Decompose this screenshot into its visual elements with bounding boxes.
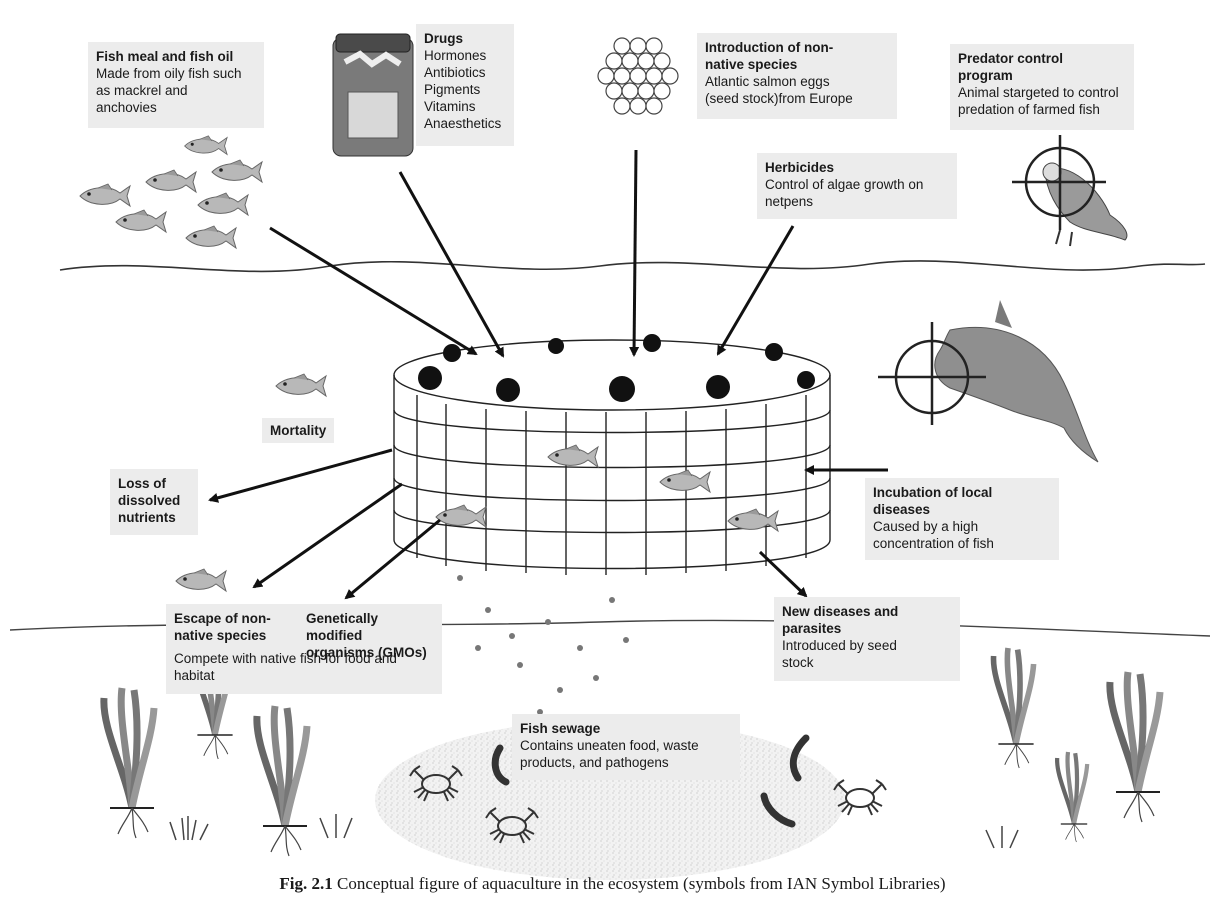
box-drugs-title: Drugs: [424, 30, 506, 47]
salmon-eggs-icon: [598, 38, 678, 114]
box-fish-meal-title: Fish meal and fish oil: [96, 48, 256, 65]
box-intro-species: Introduction of non- native species Atla…: [697, 33, 897, 119]
net-pen-icon: [394, 340, 830, 575]
box-sewage-title: Fish sewage: [520, 720, 732, 737]
box-herbicides-title: Herbicides: [765, 159, 949, 176]
fish-school-icon: [80, 136, 262, 248]
figure-caption: Fig. 2.1 Conceptual figure of aquacultur…: [0, 874, 1225, 894]
box-new-diseases: New diseases and parasites Introduced by…: [774, 597, 960, 681]
drug-jar-icon: [333, 34, 413, 156]
label-mortality: Mortality: [262, 418, 334, 443]
box-loss-nutrients-title: Loss of dissolved nutrients: [118, 475, 190, 526]
box-new-diseases-title: New diseases and parasites: [782, 603, 952, 637]
box-drugs: Drugs Hormones Antibiotics Pigments Vita…: [416, 24, 514, 146]
box-herbicides-body: Control of algae growth on netpens: [765, 176, 949, 210]
box-sewage-body: Contains uneaten food, waste products, a…: [520, 737, 732, 771]
box-intro-species-body: Atlantic salmon eggs (seed stock)from Eu…: [705, 73, 889, 107]
box-loss-nutrients: Loss of dissolved nutrients: [110, 469, 198, 535]
dolphin-target-icon: [878, 300, 1098, 462]
box-predator-title: Predator control program: [958, 50, 1126, 84]
box-fish-meal: Fish meal and fish oil Made from oily fi…: [88, 42, 264, 128]
box-gmo: Genetically modified organisms (GMOs): [298, 604, 444, 646]
arrow-herbicides: [718, 226, 793, 354]
box-new-diseases-body: Introduced by seed stock: [782, 637, 952, 671]
box-incubation: Incubation of local diseases Caused by a…: [865, 478, 1059, 560]
water-surface-line: [60, 261, 1205, 271]
box-predator: Predator control program Animal stargete…: [950, 44, 1134, 130]
arrow-gmo: [346, 520, 440, 598]
box-sewage: Fish sewage Contains uneaten food, waste…: [512, 714, 740, 780]
box-predator-body: Animal stargeted to control predation of…: [958, 84, 1126, 118]
sewage-particles: [457, 575, 629, 715]
figure-number: Fig. 2.1: [279, 874, 332, 893]
box-intro-species-title: Introduction of non- native species: [705, 39, 889, 73]
arrow-loss-nutrients: [210, 450, 392, 500]
box-gmo-title: Genetically modified organisms (GMOs): [306, 610, 436, 661]
box-incubation-body: Caused by a high concentration of fish: [873, 518, 1051, 552]
eagle-target-icon: [1012, 135, 1127, 246]
box-fish-meal-body: Made from oily fish such as mackrel and …: [96, 65, 256, 116]
box-herbicides: Herbicides Control of algae growth on ne…: [757, 153, 957, 219]
figure-caption-text: Conceptual figure of aquaculture in the …: [337, 874, 946, 893]
mortality-fish-icon: [276, 374, 326, 396]
arrow-intro-species: [634, 150, 636, 355]
arrow-drugs: [400, 172, 503, 356]
arrow-fishmeal: [270, 228, 476, 354]
escaped-fish-icon: [176, 569, 226, 591]
box-incubation-title: Incubation of local diseases: [873, 484, 1051, 518]
box-drugs-body: Hormones Antibiotics Pigments Vitamins A…: [424, 47, 506, 132]
